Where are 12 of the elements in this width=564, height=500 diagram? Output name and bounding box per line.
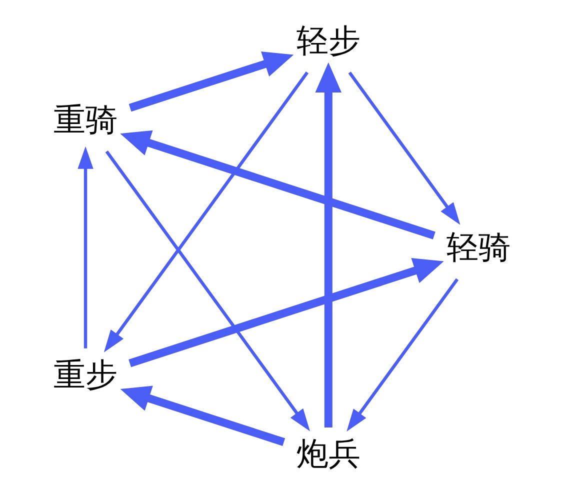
arrow (104, 72, 309, 352)
arrow (78, 146, 94, 348)
node-text: 轻骑 (446, 228, 510, 266)
node-text: 炮兵 (296, 434, 360, 473)
arrow (348, 72, 460, 225)
node-text: 重骑 (54, 100, 118, 138)
arrow (120, 386, 286, 446)
arrow (346, 278, 459, 432)
node-text: 重步 (54, 356, 118, 394)
node-text: 轻步 (296, 21, 360, 60)
arrow (128, 51, 294, 112)
arrow (105, 150, 310, 432)
